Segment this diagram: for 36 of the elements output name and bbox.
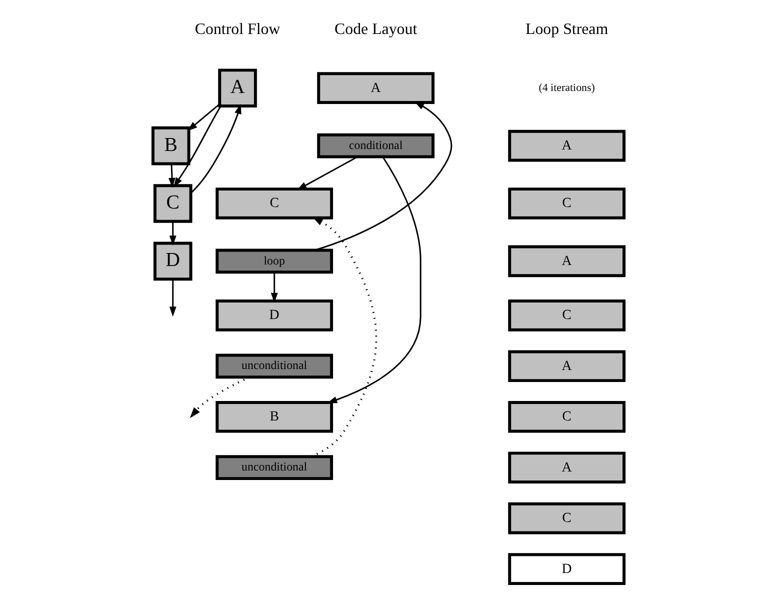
- node-box: C: [152, 184, 192, 223]
- node-box: A: [508, 130, 626, 162]
- arrow: [270, 272, 278, 303]
- node-box: B: [215, 400, 333, 433]
- arrow: [186, 104, 220, 132]
- arrow: [168, 164, 175, 188]
- node-box: C: [508, 300, 626, 332]
- node-box: loop: [215, 248, 333, 274]
- node-box: D: [215, 300, 333, 332]
- node-box: B: [150, 126, 190, 166]
- node-box: D: [508, 553, 626, 585]
- label: Code Layout: [334, 21, 417, 38]
- arrow: [173, 106, 221, 188]
- label: Loop Stream: [525, 21, 608, 38]
- arrow: [168, 222, 176, 246]
- arrow: [190, 104, 241, 194]
- arrow: [296, 156, 358, 190]
- node-box: C: [508, 188, 626, 220]
- arrow: [326, 156, 421, 404]
- node-box: D: [152, 242, 192, 281]
- node-box: A: [508, 452, 626, 484]
- node-box: unconditional: [215, 455, 333, 480]
- node-box: unconditional: [215, 354, 333, 379]
- node-box: C: [215, 188, 333, 220]
- arrow: [314, 101, 452, 251]
- node-box: A: [508, 245, 626, 278]
- arrow: [168, 279, 176, 317]
- label: Control Flow: [194, 21, 280, 38]
- node-box: A: [316, 72, 434, 104]
- node-box: A: [218, 68, 256, 108]
- node-box: C: [508, 502, 626, 534]
- label: (4 iterations): [538, 82, 594, 94]
- node-box: A: [508, 350, 626, 382]
- node-box: C: [508, 400, 626, 433]
- node-box: conditional: [316, 133, 434, 158]
- arrow: [310, 216, 377, 458]
